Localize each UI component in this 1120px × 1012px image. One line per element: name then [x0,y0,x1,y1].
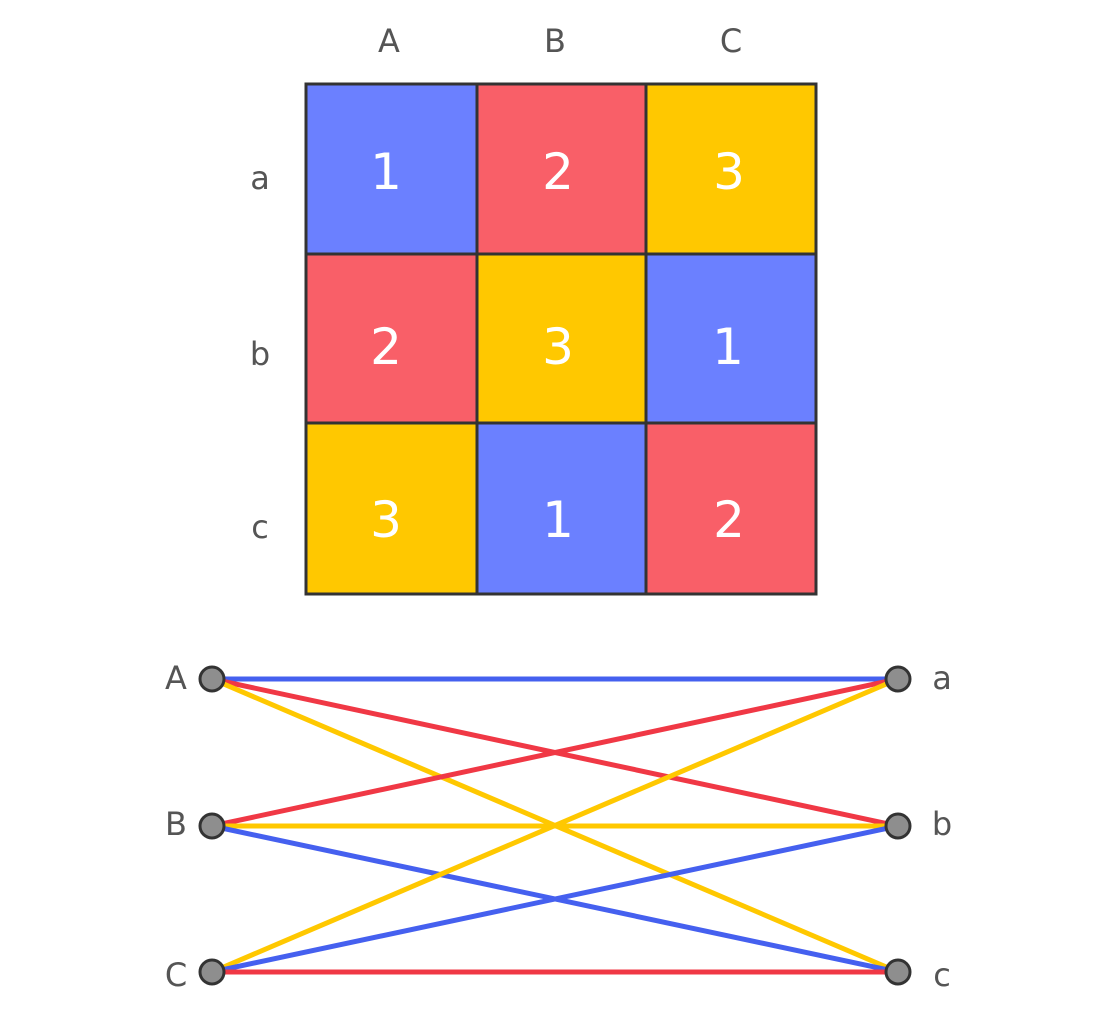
matrix-cell-value: 2 [713,491,745,549]
matrix-cell-value: 1 [542,491,574,549]
edge-C-a [211,676,899,975]
right-node-label-c: c [933,956,951,994]
bipartite-nodes [198,665,912,986]
matrix-cell-a-B [477,84,646,254]
left-node-label-A: A [165,659,187,697]
right-node-label-b: b [932,805,952,843]
right-node-c [884,958,912,986]
column-header-C: C [720,22,742,60]
left-node-label-B: B [165,805,187,843]
matrix-cell-value: 3 [542,318,574,376]
matrix-grid-lines [304,82,818,596]
left-node-C [198,958,226,986]
matrix-cell-c-B [477,423,646,594]
row-header-a: a [250,159,270,197]
right-node-labels: a b c [932,659,952,994]
column-header-A: A [378,22,400,60]
matrix-cell-value: 1 [712,318,744,376]
edge-C-b [211,823,899,975]
matrix-cell-a-A [306,84,477,254]
matrix-cell-value: 2 [542,143,574,201]
left-node-label-C: C [165,956,187,994]
matrix-cell-b-B [477,254,646,423]
column-header-B: B [544,22,566,60]
matrix-cell-value: 2 [370,318,402,376]
matrix-cell-b-C [646,254,816,423]
matrix-cell-c-C [646,423,816,594]
left-node-labels: A B C [165,659,187,994]
matrix-cell-value: 3 [370,491,402,549]
right-node-a [884,665,912,693]
row-header-c: c [251,508,269,546]
matrix-row-headers: a b c [250,159,270,546]
matrix-cell-b-A [306,254,477,423]
bipartite-edges [211,676,899,975]
matrix-cell-value: 1 [370,143,402,201]
matrix-cell-c-A [306,423,477,594]
right-node-b [884,812,912,840]
left-node-B [198,812,226,840]
matrix-cell-value: 3 [713,143,745,201]
matrix-column-headers: A B C [378,22,742,60]
right-node-label-a: a [932,659,952,697]
edge-B-a [211,676,899,829]
matrix-grid: 1 2 3 2 3 1 3 1 2 [304,82,818,596]
row-header-b: b [250,335,270,373]
left-node-A [198,665,226,693]
matrix-cell-a-C [646,84,816,254]
